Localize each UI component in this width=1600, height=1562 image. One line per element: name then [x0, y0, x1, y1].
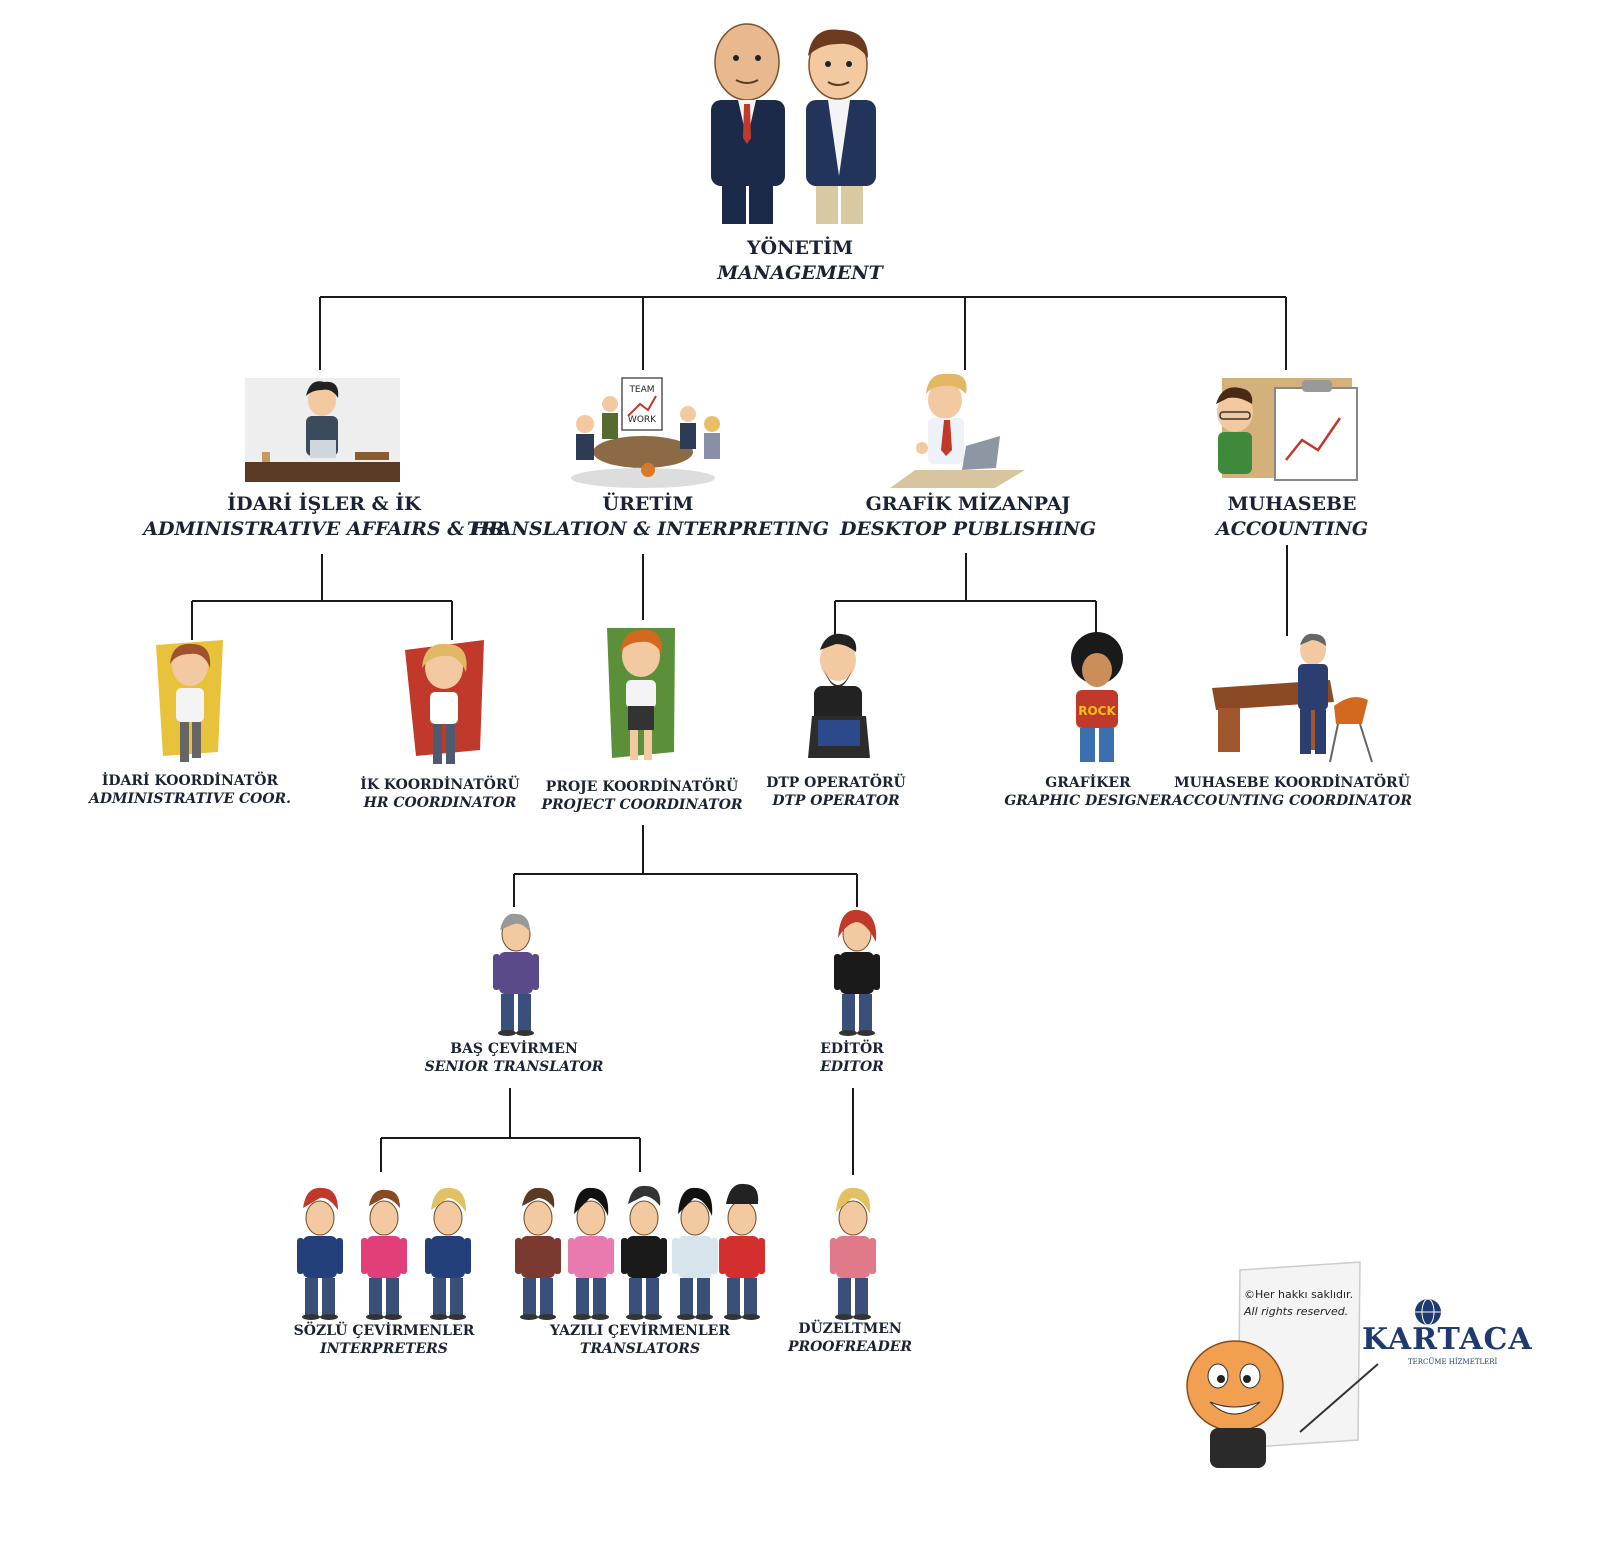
graphic-designer-en: GRAPHIC DESIGNER	[1004, 793, 1172, 809]
translators-en: TRANSLATORS	[579, 1341, 701, 1357]
copyright-mascot	[1186, 1261, 1379, 1468]
admin-hr-en: ADMINISTRATIVE AFFAIRS & HR	[143, 518, 505, 540]
logo-tagline: TERCÜME HİZMETLERİ	[1408, 1358, 1498, 1366]
node-dtp-operator: DTP OPERATÖRÜ DTP OPERATOR	[766, 774, 906, 810]
graphic-designer-tr: GRAFİKER	[1045, 775, 1131, 791]
management-tr: YÖNETİM	[746, 237, 854, 259]
company-logo: KARTACA	[1362, 1322, 1533, 1357]
desktop-publishing-illustration	[890, 373, 1025, 488]
team-work-illustration: TEAM WORK	[571, 377, 720, 488]
node-accounting-coordinator: MUHASEBE KOORDİNATÖRÜ ACCOUNTING COORDIN…	[1172, 774, 1412, 810]
logo-name: KARTACA	[1362, 1322, 1533, 1357]
node-admin-hr: İDARİ İŞLER & İK ADMINISTRATIVE AFFAIRS …	[143, 492, 504, 542]
node-project-coordinator: PROJE KOORDİNATÖRÜ PROJECT COORDINATOR	[541, 778, 742, 814]
dtp-tr: GRAFİK MİZANPAJ	[865, 493, 1071, 515]
translators-tr: YAZILI ÇEVİRMENLER	[550, 1323, 730, 1339]
hr-coordinator-figure	[405, 640, 484, 764]
node-hr-coordinator: İK KOORDİNATÖRÜ HR COORDINATOR	[360, 776, 519, 812]
hr-coord-en: HR COORDINATOR	[363, 795, 517, 811]
accounting-coord-en: ACCOUNTING COORDINATOR	[1172, 793, 1412, 809]
interpreters-figures	[296, 1187, 472, 1321]
admin-hr-tr: İDARİ İŞLER & İK	[227, 493, 421, 515]
accounting-coordinator-figure	[1212, 633, 1373, 763]
accounting-coord-tr: MUHASEBE KOORDİNATÖRÜ	[1174, 775, 1410, 791]
node-management: YÖNETİM MANAGEMENT	[717, 236, 883, 286]
node-translators: YAZILI ÇEVİRMENLER TRANSLATORS	[550, 1322, 730, 1358]
node-accounting: MUHASEBE ACCOUNTING	[1216, 492, 1368, 542]
admin-coord-en: ADMINISTRATIVE COOR.	[88, 791, 292, 807]
dtp-operator-en: DTP OPERATOR	[772, 793, 900, 809]
admin-hr-illustration	[245, 378, 400, 482]
project-coordinator-figure	[607, 628, 675, 760]
node-editor: EDİTÖR EDITOR	[820, 1040, 884, 1076]
dtp-operator-figure	[808, 633, 870, 758]
node-proofreader: DÜZELTMEN PROOFREADER	[788, 1320, 912, 1356]
node-admin-coordinator: İDARİ KOORDİNATÖR ADMINISTRATIVE COOR.	[89, 772, 291, 808]
senior-translator-en: SENIOR TRANSLATOR	[424, 1059, 604, 1075]
proofreader-figure	[829, 1187, 877, 1321]
proofreader-tr: DÜZELTMEN	[798, 1321, 902, 1337]
admin-coordinator-figure	[156, 640, 223, 762]
accounting-illustration	[1216, 378, 1358, 481]
senior-translator-tr: BAŞ ÇEVİRMEN	[450, 1041, 578, 1057]
editor-figure	[833, 909, 881, 1037]
project-coord-en: PROJECT COORDINATOR	[541, 797, 743, 813]
translators-figures	[514, 1183, 766, 1321]
node-senior-translator: BAŞ ÇEVİRMEN SENIOR TRANSLATOR	[425, 1040, 604, 1076]
whiteboard-word-work: WORK	[628, 415, 657, 425]
accounting-en: ACCOUNTING	[1215, 518, 1369, 540]
production-en: TRANSLATION & INTERPRETING	[467, 518, 829, 540]
admin-coord-tr: İDARİ KOORDİNATÖR	[101, 773, 279, 789]
hr-coord-tr: İK KOORDİNATÖRÜ	[360, 777, 520, 793]
dtp-operator-tr: DTP OPERATÖRÜ	[766, 775, 906, 791]
editor-en: EDITOR	[820, 1059, 884, 1075]
node-production: ÜRETİM TRANSLATION & INTERPRETING	[467, 492, 829, 542]
node-interpreters: SÖZLÜ ÇEVİRMENLER INTERPRETERS	[294, 1322, 475, 1358]
project-coord-tr: PROJE KOORDİNATÖRÜ	[545, 779, 739, 795]
proofreader-en: PROOFREADER	[787, 1339, 913, 1355]
copyright-line-2: All rights reserved.	[1244, 1305, 1349, 1318]
management-illustration	[711, 23, 876, 224]
graphic-designer-figure: ROCK	[1071, 632, 1123, 762]
whiteboard-word-team: TEAM	[628, 385, 654, 395]
production-tr: ÜRETİM	[602, 493, 694, 515]
management-en: MANAGEMENT	[717, 262, 883, 284]
dtp-en: DESKTOP PUBLISHING	[839, 518, 1097, 540]
senior-translator-figure	[492, 913, 540, 1037]
node-dtp: GRAFİK MİZANPAJ DESKTOP PUBLISHING	[840, 492, 1096, 542]
connector-lines	[191, 296, 1288, 1175]
accounting-tr: MUHASEBE	[1227, 493, 1357, 515]
shirt-text: ROCK	[1078, 704, 1116, 718]
logo-globe-icon	[1415, 1298, 1441, 1326]
copyright-line-1: ©Her hakkı saklıdır.	[1244, 1288, 1354, 1301]
editor-tr: EDİTÖR	[820, 1041, 884, 1057]
interpreters-en: INTERPRETERS	[320, 1341, 448, 1357]
interpreters-tr: SÖZLÜ ÇEVİRMENLER	[293, 1323, 475, 1339]
node-graphic-designer: GRAFİKER GRAPHIC DESIGNER	[1004, 774, 1171, 810]
